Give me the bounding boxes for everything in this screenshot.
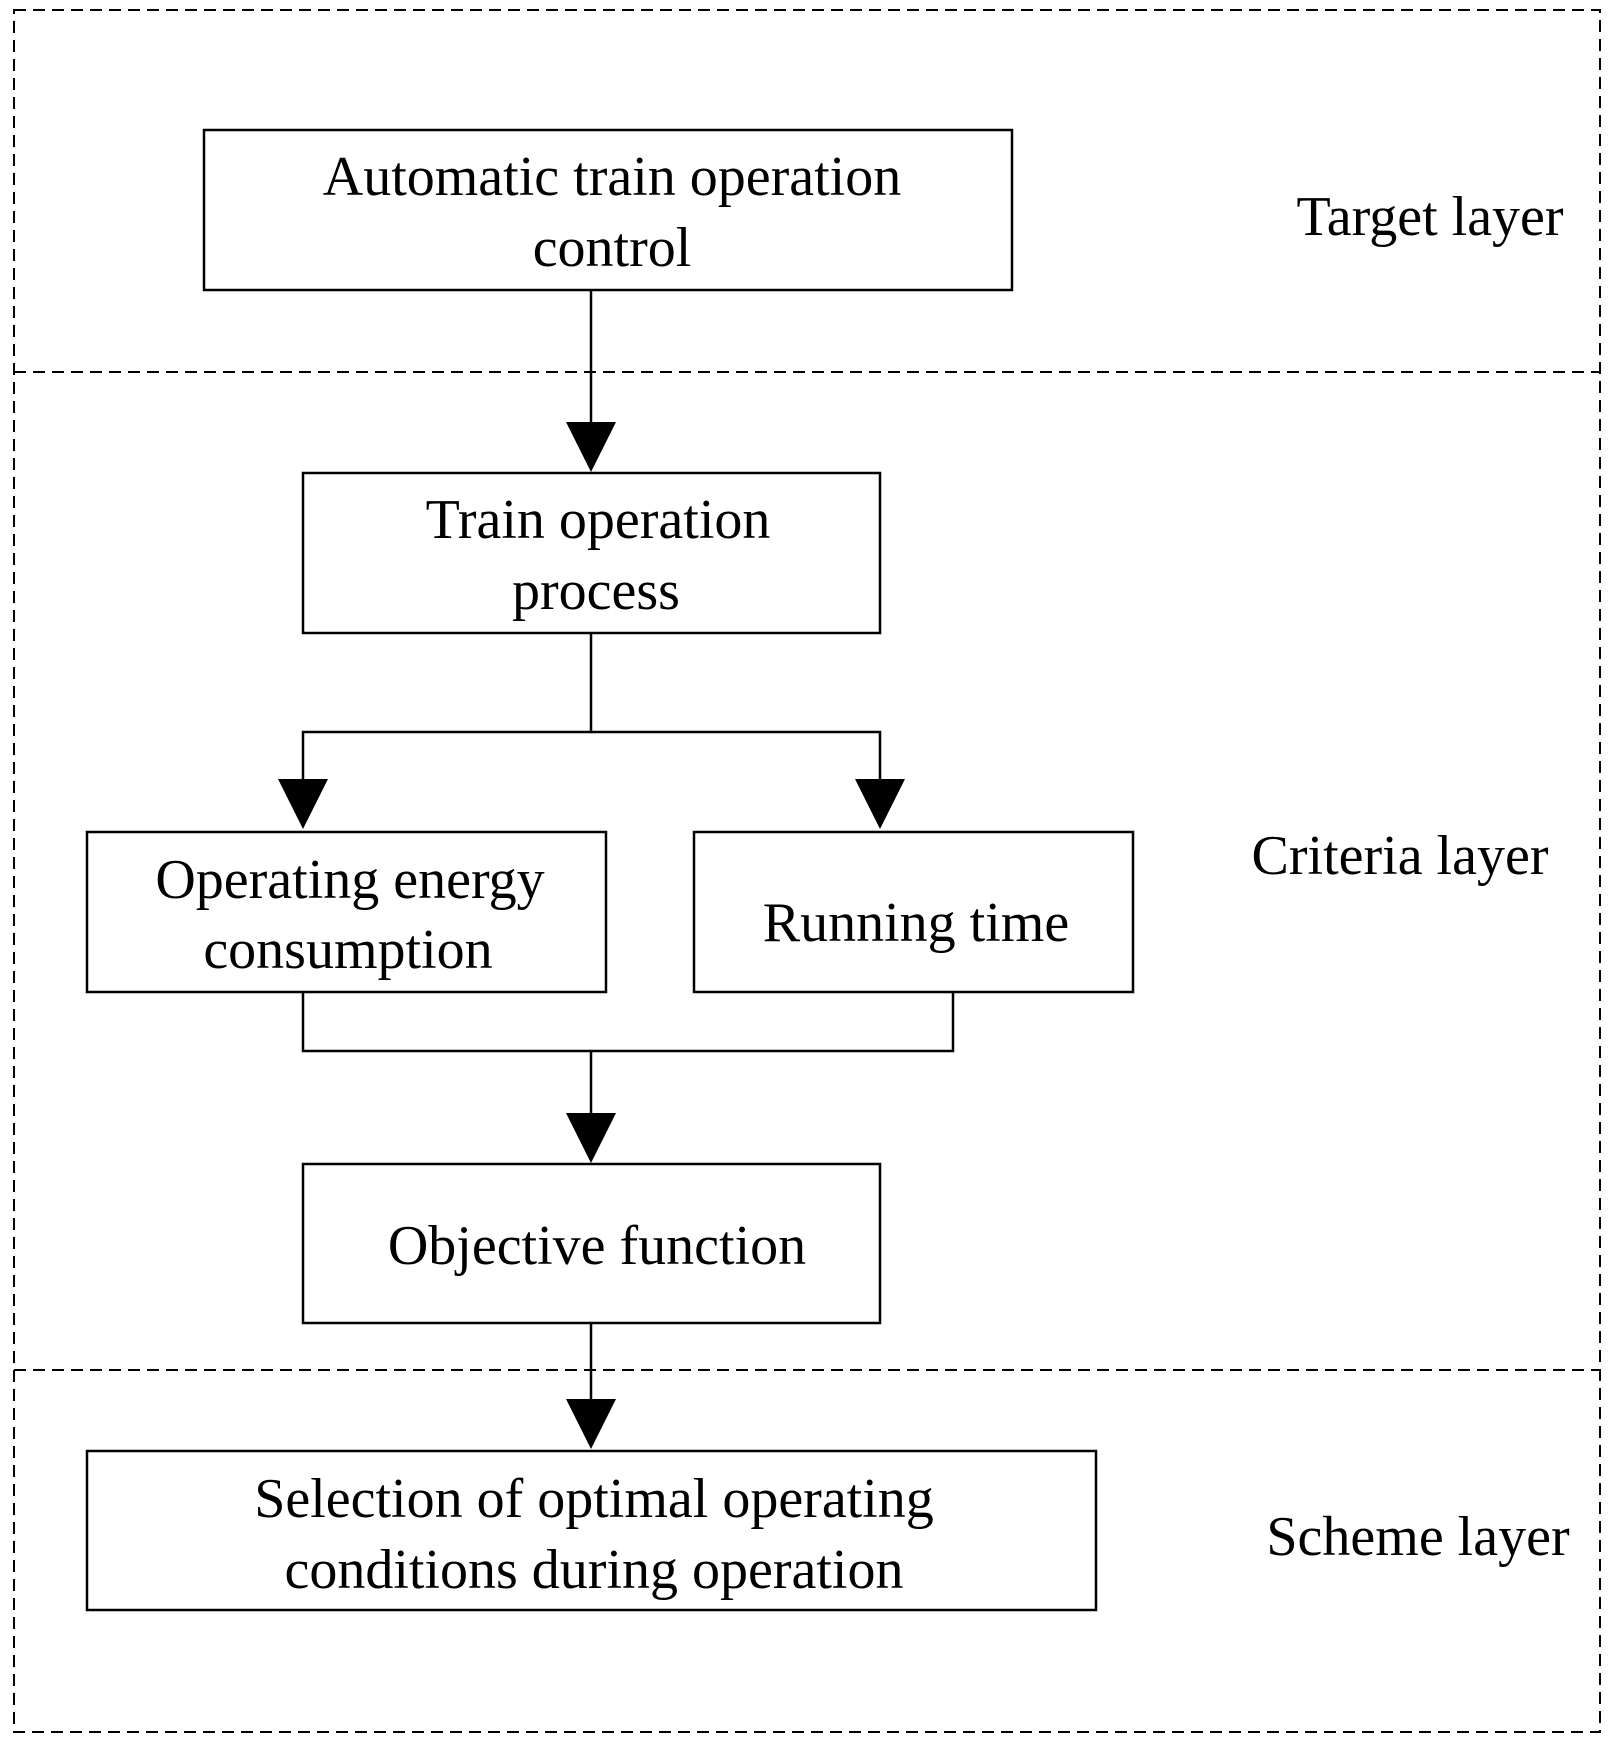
selection-line-1: Selection of optimal operating [254, 1468, 934, 1530]
energy-line-2: consumption [203, 919, 492, 981]
objective-line-1: Objective function [388, 1215, 806, 1277]
criteria-layer-label: Criteria layer [1252, 825, 1549, 887]
running-time-line-1: Running time [763, 892, 1069, 954]
connector-merge [301, 993, 955, 1053]
automatic-train-line-2: control [533, 217, 692, 279]
running-time-box: Running time [692, 830, 1135, 994]
automatic-train-operation-box: Automatic train operation control [202, 128, 1014, 292]
automatic-train-line-1: Automatic train operation [323, 146, 901, 208]
arrowhead-to-process [566, 422, 616, 472]
selection-line-2: conditions during operation [284, 1539, 903, 1601]
energy-line-1: Operating energy [155, 849, 544, 911]
train-process-line-2: process [512, 560, 680, 622]
scheme-layer-label: Scheme layer [1266, 1506, 1570, 1568]
arrowhead-to-objective [566, 1113, 616, 1163]
selection-optimal-conditions-box: Selection of optimal operating condition… [85, 1449, 1098, 1612]
connector-process-split-right [591, 730, 882, 784]
connector-process-split [301, 633, 593, 784]
arrowhead-to-selection [566, 1399, 616, 1449]
train-operation-process-box: Train operation process [301, 471, 882, 635]
target-layer-label: Target layer [1296, 186, 1563, 248]
objective-function-box: Objective function [301, 1162, 882, 1325]
operating-energy-consumption-box: Operating energy consumption [85, 830, 608, 994]
arrowhead-to-running-time [855, 779, 905, 829]
arrowhead-to-energy [278, 779, 328, 829]
train-process-line-1: Train operation [426, 489, 771, 551]
